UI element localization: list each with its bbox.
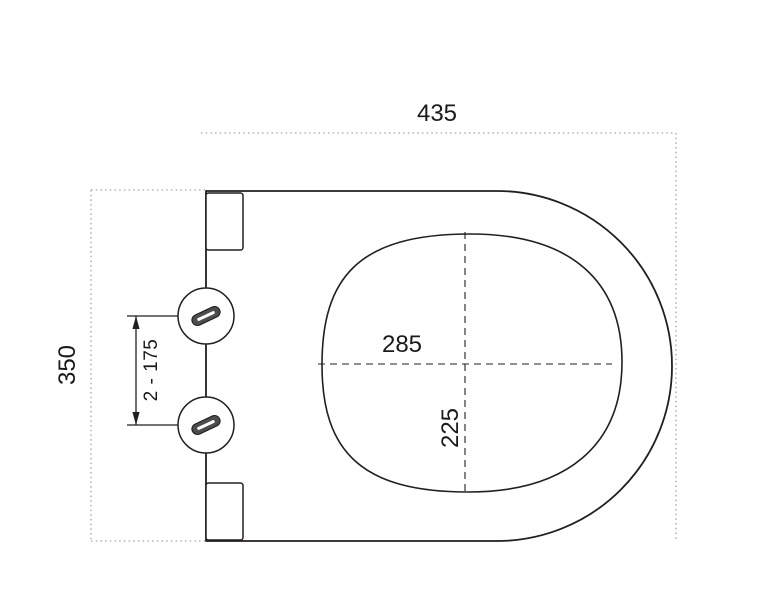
hinge-slot-top xyxy=(191,305,221,327)
seat-body xyxy=(205,190,673,542)
label-overall-width: 435 xyxy=(417,100,457,127)
centerlines xyxy=(318,232,612,492)
hinge-plates xyxy=(205,192,244,541)
label-overall-depth: 350 xyxy=(54,345,81,385)
dimension-labels: 435 350 285 225 2 - 175 xyxy=(54,100,464,448)
hinge-plate-top xyxy=(205,192,244,251)
label-hinge-spacing: 2 - 175 xyxy=(141,339,162,402)
hinge-plate-bottom xyxy=(205,482,244,541)
dotted-extension-lines xyxy=(90,132,677,542)
label-inner-depth: 225 xyxy=(437,408,464,448)
hinge-slots xyxy=(191,305,221,436)
hinge-dimension-arrow-down xyxy=(132,412,140,425)
seat-outer-outline xyxy=(205,190,673,542)
seat-opening-outline xyxy=(321,233,623,493)
hinge-slot-bottom-highlight xyxy=(197,420,215,430)
label-inner-width: 285 xyxy=(382,331,422,358)
hinge-dimension-arrow-up xyxy=(132,316,140,329)
hinge-slot-top-highlight xyxy=(197,311,215,321)
hinge-slot-bottom xyxy=(191,414,221,436)
